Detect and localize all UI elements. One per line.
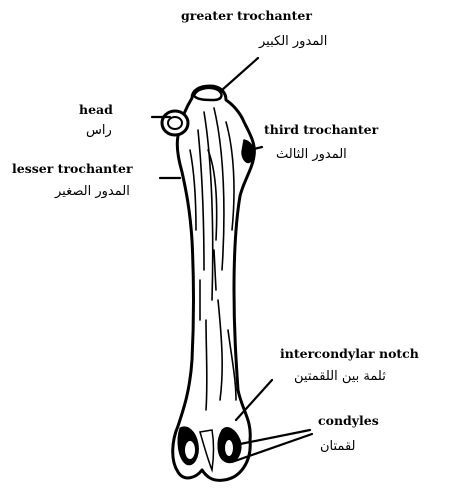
lesser-trochanter-label: lesser trochanter (12, 163, 133, 176)
intercondylar-notch-arabic-label: ثلمة بين اللقمتين (294, 370, 386, 383)
intercondylar-notch-label: intercondylar notch (280, 348, 419, 361)
head-label: head (79, 104, 113, 117)
third-trochanter-label: third trochanter (264, 124, 378, 137)
head-arabic-label: راس (86, 124, 112, 137)
greater-trochanter-arabic-label: المدور الكبير (259, 35, 327, 48)
lesser-trochanter-arabic-label: المدور الصغير (55, 185, 130, 198)
condyles-label: condyles (318, 415, 379, 428)
greater-trochanter-label: greater trochanter (181, 10, 312, 23)
greater-trochanter-leader (222, 58, 258, 90)
condyles-arabic-label: لقمتان (320, 440, 355, 453)
third-trochanter-arabic-label: المدور الثالث (276, 148, 347, 161)
